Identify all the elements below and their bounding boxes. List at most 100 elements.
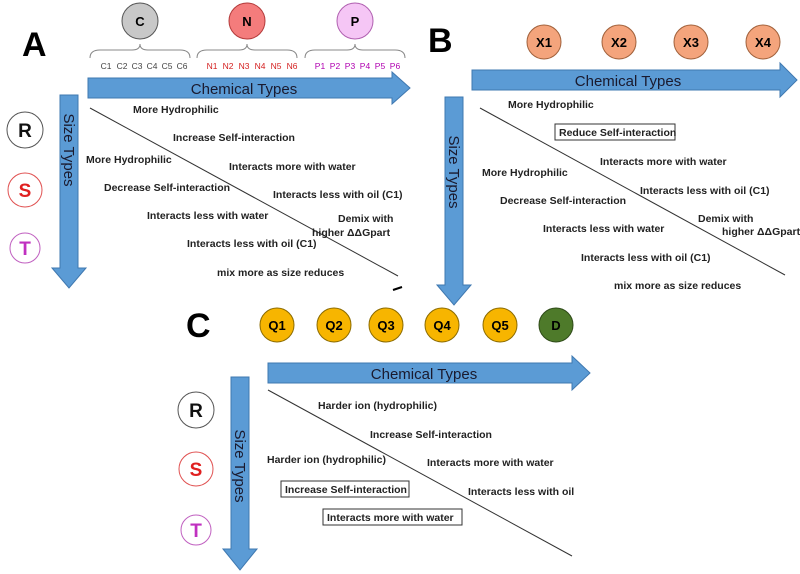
- panel-a-sub-c1: C1: [101, 61, 112, 71]
- panel-c-chem-bead-q1-label: Q1: [268, 318, 285, 333]
- panel-a-note-upper-2: Increase Self-interaction: [173, 132, 295, 144]
- panel-c-note-lower-1: Harder ion (hydrophilic): [267, 454, 386, 466]
- panel-b-chem-bead-x4-label: X4: [755, 35, 772, 50]
- panel-c-note-lower-2: Increase Self-interaction: [285, 484, 407, 496]
- panel-c-chem-bead-q1: Q1: [259, 307, 295, 343]
- panel-a-diagonal: [89, 107, 399, 277]
- panel-b-chem-bead-x3: X3: [673, 24, 709, 60]
- panel-a: A C N P C1 C2 C3 C4 C5 C6 N1 N2: [6, 2, 411, 291]
- panel-c-chem-bead-q5: Q5: [482, 307, 518, 343]
- panel-a-sub-n: N1 N2 N3 N4 N5 N6: [207, 61, 298, 71]
- panel-b: B X1 X2 X3 X4 Chemical Types Size Types …: [428, 22, 800, 306]
- panel-c-size-bead-s: S: [178, 451, 214, 487]
- panel-a-sub-n1: N1: [207, 61, 218, 71]
- panel-a-sub-p6: P6: [390, 61, 401, 71]
- panel-a-sub-p: P1 P2 P3 P4 P5 P6: [315, 61, 401, 71]
- panel-c-size-bead-r: R: [177, 391, 215, 429]
- panel-a-sub-c2: C2: [117, 61, 128, 71]
- panel-a-sub-n4: N4: [255, 61, 266, 71]
- panel-a-chem-bead-c: C: [121, 2, 159, 40]
- panel-a-size-arrow: [50, 94, 88, 289]
- panel-b-chem-bead-x4: X4: [745, 24, 781, 60]
- panel-a-note-lower-3: Interacts less with water: [147, 210, 268, 222]
- panel-c-size-bead-r-label: R: [189, 401, 203, 422]
- panel-a-sub-n5: N5: [271, 61, 282, 71]
- panel-b-chem-bead-x1: X1: [526, 24, 562, 60]
- panel-a-sub-p5: P5: [375, 61, 386, 71]
- panel-c-note-lower-3: Interacts more with water: [327, 512, 454, 524]
- panel-c-size-bead-t-label: T: [190, 521, 202, 542]
- panel-c-note-upper-4: Interacts less with oil: [468, 486, 574, 498]
- panel-c-chemical-arrow-label: Chemical Types: [371, 366, 477, 383]
- panel-a-chem-bead-p-label: P: [351, 14, 360, 29]
- panel-c-note-upper-3: Interacts more with water: [427, 457, 554, 469]
- panel-a-sub-p1: P1: [315, 61, 326, 71]
- panel-b-note-upper-5: Demix with: [698, 213, 753, 225]
- panel-b-diagonal: [479, 107, 786, 276]
- panel-c-chem-bead-q5-label: Q5: [491, 318, 508, 333]
- panel-c-chem-bead-d: D: [538, 307, 574, 343]
- panel-c-note-lower-2-box: [280, 480, 410, 498]
- panel-c-size-bead-s-label: S: [190, 460, 203, 481]
- panel-a-sub-p4: P4: [360, 61, 371, 71]
- panel-a-size-arrow-label: Size Types: [60, 113, 77, 186]
- panel-a-stray-mark: [392, 286, 403, 291]
- panel-b-note-upper-4: Interacts less with oil (C1): [640, 185, 770, 197]
- panel-b-note-lower-3: Interacts less with water: [543, 223, 664, 235]
- panel-b-chem-bead-x2-label: X2: [611, 35, 627, 50]
- panel-b-note-upper-6: higher ΔΔGpart: [722, 226, 800, 238]
- panel-a-note-lower-1: More Hydrophilic: [86, 154, 172, 166]
- panel-a-sub-p2: P2: [330, 61, 341, 71]
- panel-c-chem-bead-q3: Q3: [368, 307, 404, 343]
- panel-a-brace-c: [89, 43, 191, 59]
- panel-b-note-lower-1: More Hydrophilic: [482, 167, 568, 179]
- panel-b-note-upper-1: More Hydrophilic: [508, 99, 594, 111]
- panel-b-note-upper-2-box: [554, 123, 676, 141]
- panel-b-letter: B: [428, 22, 453, 60]
- panel-a-chem-bead-p: P: [336, 2, 374, 40]
- panel-b-chem-bead-x1-label: X1: [536, 35, 552, 50]
- panel-c-chemical-arrow: [267, 354, 591, 392]
- panel-a-note-upper-1: More Hydrophilic: [133, 104, 219, 116]
- panel-c-chem-bead-d-label: D: [551, 318, 560, 333]
- panel-a-note-upper-3: Interacts more with water: [229, 161, 356, 173]
- panel-a-sub-c: C1 C2 C3 C4 C5 C6: [101, 61, 188, 71]
- panel-c-size-bead-t: T: [180, 514, 212, 546]
- panel-c-note-upper-2: Increase Self-interaction: [370, 429, 492, 441]
- panel-a-size-bead-t: T: [9, 232, 41, 264]
- panel-b-size-arrow: [435, 96, 473, 306]
- panel-a-sub-c5: C5: [162, 61, 173, 71]
- panel-c-chem-bead-q2-label: Q2: [325, 318, 342, 333]
- panel-a-note-upper-4: Interacts less with oil (C1): [273, 189, 403, 201]
- panel-b-chem-bead-x2: X2: [601, 24, 637, 60]
- panel-c: C Q1 Q2 Q3 Q4 Q5 D Chemical Types Size T…: [177, 307, 591, 571]
- panel-a-brace-p: [304, 43, 406, 59]
- panel-a-size-bead-s: S: [7, 172, 43, 208]
- panel-a-chem-bead-c-label: C: [135, 14, 145, 29]
- panel-a-note-lower-5: mix more as size reduces: [217, 267, 344, 279]
- panel-c-size-arrow-label: Size Types: [231, 429, 248, 502]
- panel-b-size-arrow-label: Size Types: [445, 135, 462, 208]
- panel-c-size-arrow: [221, 376, 259, 571]
- panel-b-note-lower-5: mix more as size reduces: [614, 280, 741, 292]
- panel-a-chem-bead-n: N: [228, 2, 266, 40]
- panel-a-sub-n2: N2: [223, 61, 234, 71]
- panel-a-note-upper-6: higher ΔΔGpart: [312, 227, 391, 239]
- panel-b-chemical-arrow-label: Chemical Types: [575, 73, 681, 90]
- panel-c-letter: C: [186, 307, 211, 345]
- panel-b-note-upper-3: Interacts more with water: [600, 156, 727, 168]
- panel-a-size-bead-r-label: R: [18, 121, 32, 142]
- panel-a-letter: A: [22, 26, 47, 64]
- panel-a-sub-c6: C6: [177, 61, 188, 71]
- panel-c-diagonal: [267, 389, 573, 557]
- panel-a-note-upper-5: Demix with: [338, 213, 393, 225]
- panel-a-brace-n: [196, 43, 298, 59]
- panel-a-sub-n3: N3: [239, 61, 250, 71]
- panel-a-chemical-arrow: [87, 70, 411, 106]
- panel-a-note-lower-2: Decrease Self-interaction: [104, 182, 230, 194]
- panel-a-sub-c3: C3: [132, 61, 143, 71]
- panel-b-note-lower-4: Interacts less with oil (C1): [581, 252, 711, 264]
- panel-c-chem-bead-q4-label: Q4: [433, 318, 451, 333]
- panel-a-size-bead-t-label: T: [19, 239, 31, 260]
